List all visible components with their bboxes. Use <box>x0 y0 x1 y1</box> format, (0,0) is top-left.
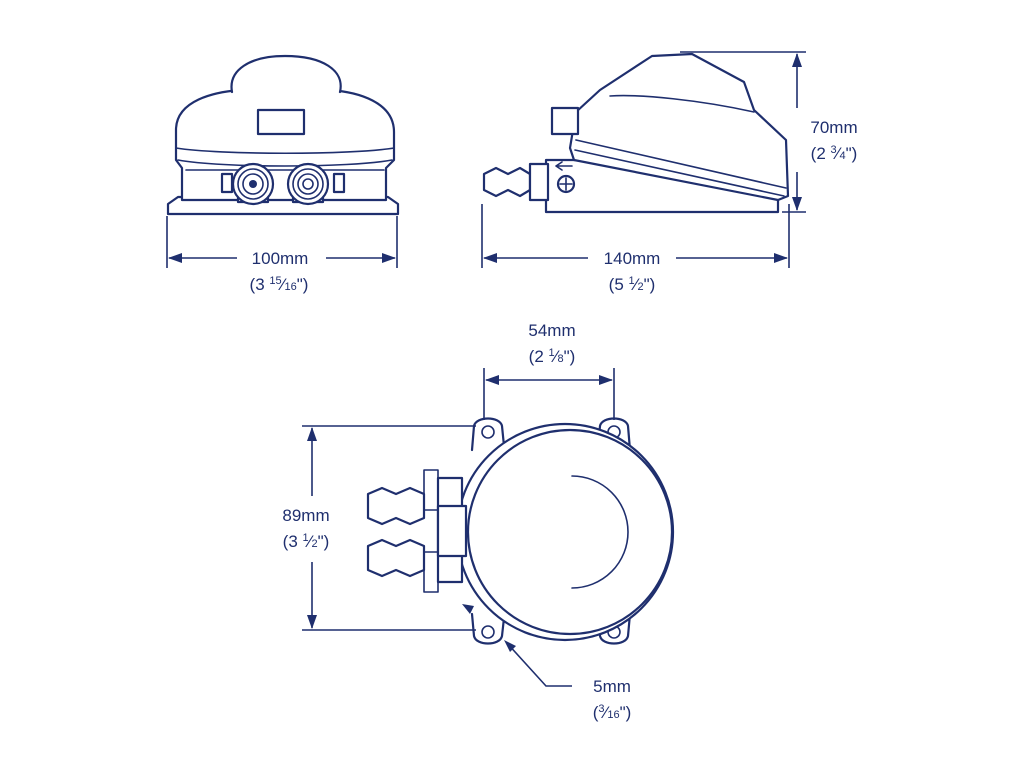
side-arrow-left <box>483 253 497 263</box>
top-barb-lower <box>366 538 426 578</box>
side-hose-barb <box>482 162 550 202</box>
hole-arrow-inner <box>462 604 474 614</box>
side-length-metric: 140mm <box>604 249 661 268</box>
top-fitting-upper <box>423 469 439 511</box>
front-side-bolt-left <box>220 172 234 194</box>
side-arrow-right <box>774 253 788 263</box>
front-port-left <box>231 162 275 206</box>
front-housing <box>174 88 396 202</box>
top-arrow-right <box>599 375 613 385</box>
hole-metric: 5mm <box>593 677 631 696</box>
top-dome-arc <box>571 475 629 589</box>
front-lid-band <box>175 147 395 155</box>
side-height-metric: 70mm <box>810 118 857 137</box>
top-depth-metric: 89mm <box>282 506 329 525</box>
hole-imperial: (3⁄16") <box>593 703 632 722</box>
top-spacing-imperial: (2 1⁄8") <box>529 347 576 366</box>
top-arrow-bottom <box>307 615 317 629</box>
side-arrow-top <box>792 53 802 67</box>
side-dome-line <box>609 94 755 113</box>
top-depth-imperial: (3 1⁄2") <box>283 532 330 551</box>
front-width-imperial: (3 15⁄16") <box>250 275 309 294</box>
top-latch <box>436 504 468 558</box>
side-lid-line <box>575 139 787 189</box>
top-arrow-top <box>307 427 317 441</box>
top-arrow-left <box>485 375 499 385</box>
front-arrow-right <box>382 253 396 263</box>
front-latch <box>256 108 306 136</box>
front-lid-band-2 <box>177 159 393 167</box>
hole-arrow <box>504 640 516 652</box>
front-dome <box>230 54 342 94</box>
hole-leader <box>505 641 572 687</box>
front-arrow-left <box>168 253 182 263</box>
front-side-bolt-right <box>332 172 346 194</box>
side-length-imperial: (5 1⁄2") <box>609 275 656 294</box>
front-port-right <box>286 162 330 206</box>
side-housing <box>568 52 790 202</box>
side-latch <box>550 106 580 136</box>
top-lug-bottom-left <box>470 612 506 645</box>
side-arrow-bottom <box>792 197 802 211</box>
side-arrow-mark <box>555 161 573 171</box>
front-width-metric: 100mm <box>252 249 309 268</box>
top-lid <box>466 428 674 636</box>
side-height-imperial: (2 3⁄4") <box>811 144 858 163</box>
front-view: 100mm (3 15⁄16") <box>166 54 400 294</box>
side-lid-line-2 <box>574 149 785 197</box>
top-view: 54mm (2 1⁄8") 89mm (3 1⁄2") 5mm (3⁄16") <box>282 321 675 722</box>
side-screw-slot <box>559 177 573 191</box>
top-fitting-lower <box>423 551 439 593</box>
side-view: 70mm (2 3⁄4") 140mm (5 1⁄2") <box>481 51 858 294</box>
top-spacing-metric: 54mm <box>528 321 575 340</box>
top-barb-upper <box>366 486 426 526</box>
front-base-plate <box>166 195 400 216</box>
